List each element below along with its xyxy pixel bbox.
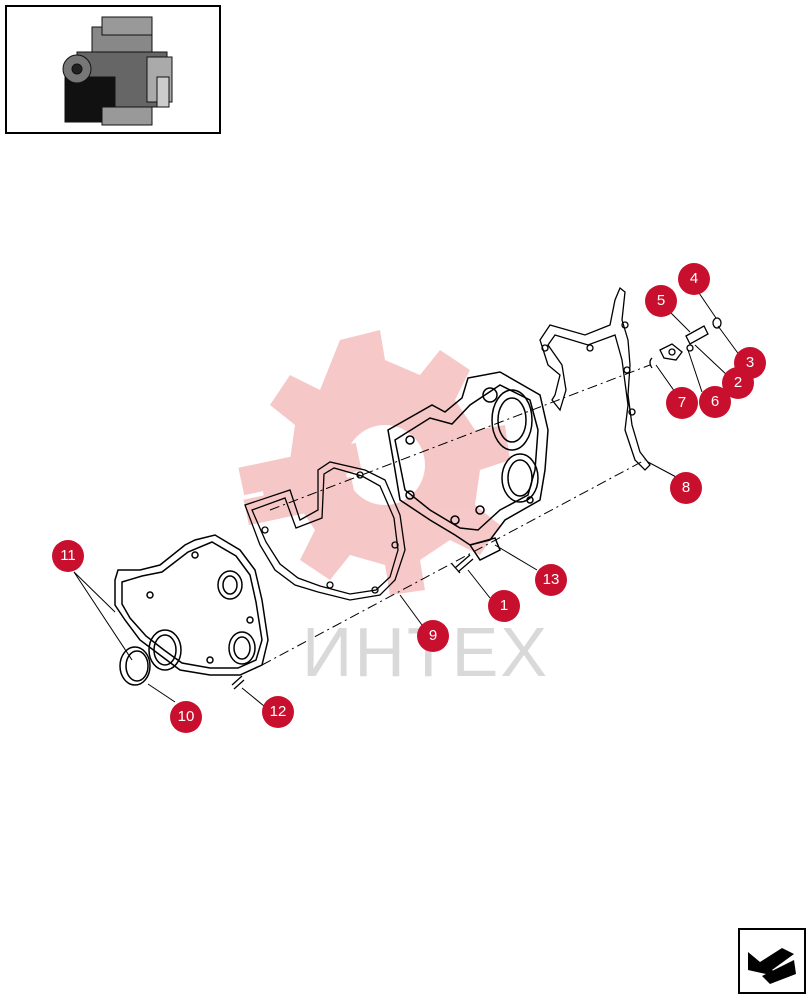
gear-housing: [387, 371, 549, 561]
callout-13[interactable]: 13: [535, 564, 567, 596]
small-parts: [231, 317, 722, 690]
callout-7[interactable]: 7: [666, 387, 698, 419]
callout-3[interactable]: 3: [734, 347, 766, 379]
front-cover: [114, 534, 269, 676]
callout-12[interactable]: 12: [262, 696, 294, 728]
watermark-gear: [238, 330, 510, 595]
callout-1[interactable]: 1: [488, 590, 520, 622]
front-cover-gasket: [244, 461, 406, 601]
arrow-back-icon: [748, 948, 796, 984]
back-button[interactable]: [738, 928, 806, 994]
callout-6[interactable]: 6: [699, 386, 731, 418]
callout-4[interactable]: 4: [678, 263, 710, 295]
callout-11[interactable]: 11: [52, 540, 84, 572]
callout-10[interactable]: 10: [170, 701, 202, 733]
seal-ring: [119, 646, 151, 686]
housing-gasket: [539, 286, 651, 471]
callout-8[interactable]: 8: [670, 472, 702, 504]
leader-lines: [73, 289, 741, 707]
callout-9[interactable]: 9: [417, 620, 449, 652]
callout-5[interactable]: 5: [645, 285, 677, 317]
engine-thumbnail: [5, 5, 221, 134]
